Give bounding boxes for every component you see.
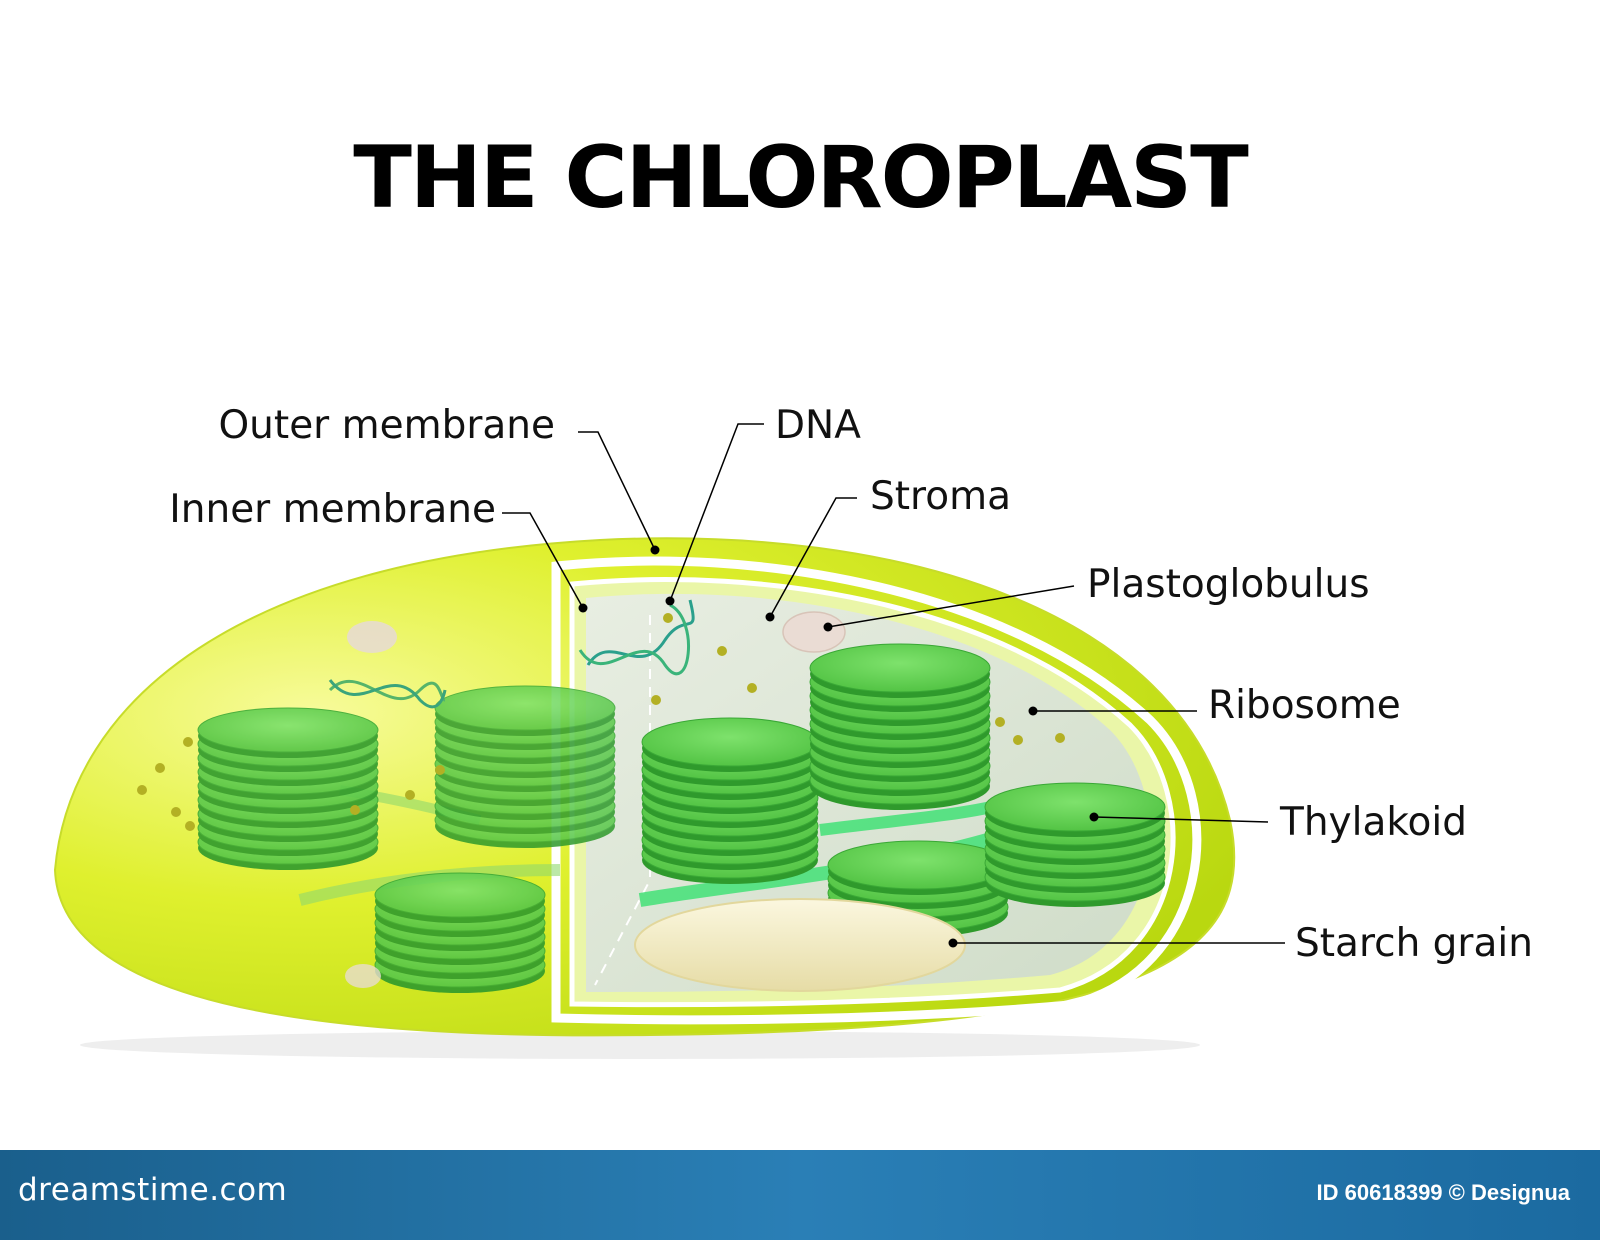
footer-site[interactable]: dreamstime.com xyxy=(18,1172,288,1208)
dna-leader xyxy=(669,423,764,602)
outer-membrane-dot xyxy=(650,545,660,555)
inner-membrane-dot xyxy=(578,603,588,613)
footer-credit: ID 60618399 © Designua xyxy=(1316,1180,1570,1205)
label-outer-membrane: Outer membrane xyxy=(218,403,555,448)
ribosome xyxy=(1013,735,1023,745)
granum xyxy=(641,717,819,884)
plastoglobulus xyxy=(782,611,846,653)
inner-dashed-line xyxy=(594,615,651,986)
thylakoid-disc xyxy=(641,717,819,767)
ribosome xyxy=(350,805,360,815)
dna-strand xyxy=(328,599,695,709)
ribosome xyxy=(405,790,415,800)
granum xyxy=(984,782,1166,907)
label-stroma: Stroma xyxy=(870,474,1011,519)
ribosome xyxy=(651,695,661,705)
ribosome xyxy=(185,821,195,831)
ribosome xyxy=(747,683,757,693)
granum xyxy=(374,872,546,993)
outer-membrane xyxy=(551,556,1202,1025)
shadow xyxy=(80,1031,1200,1059)
outer-membrane-leader xyxy=(578,431,656,551)
stroma-leader xyxy=(769,497,857,618)
label-ribosome: Ribosome xyxy=(1208,683,1401,728)
thylakoid-disc xyxy=(984,782,1166,832)
page-title: THE CHLOROPLAST xyxy=(353,128,1249,228)
plastoglobulus xyxy=(347,621,397,653)
ribosome xyxy=(435,765,445,775)
granum xyxy=(434,685,616,848)
granum xyxy=(197,707,379,870)
label-thylakoid: Thylakoid xyxy=(1279,800,1467,845)
plastoglobulus-dot xyxy=(823,622,833,632)
thylakoid-disc xyxy=(197,707,379,753)
label-dna: DNA xyxy=(775,403,861,448)
chloroplast-diagram: Outer membrane Inner membrane DNA Stroma… xyxy=(53,403,1533,1059)
ribosome xyxy=(155,763,165,773)
label-inner-membrane: Inner membrane xyxy=(169,487,496,532)
thylakoid-disc xyxy=(374,872,546,918)
starch-grain xyxy=(634,898,966,992)
ribosome xyxy=(171,807,181,817)
footer-bar: dreamstime.com ID 60618399 © Designua xyxy=(0,1150,1600,1240)
granum xyxy=(809,643,991,810)
dna-dot xyxy=(665,596,675,606)
thylakoid-leader xyxy=(1093,816,1269,823)
thylakoid-disc xyxy=(827,840,1009,890)
ribosome xyxy=(183,737,193,747)
starch-grain-dot xyxy=(948,938,958,948)
ribosome-layer xyxy=(137,613,1065,831)
ribosome xyxy=(995,717,1005,727)
label-plastoglobulus: Plastoglobulus xyxy=(1087,562,1370,607)
stroma-dot xyxy=(765,612,775,622)
plastoglobulus-leader xyxy=(827,585,1075,628)
ribosome xyxy=(717,646,727,656)
plastoglobulus xyxy=(345,964,381,988)
ribosome xyxy=(137,785,147,795)
inner-membrane-leader xyxy=(502,512,584,609)
ribosome-dot xyxy=(1028,706,1038,716)
ribosome xyxy=(1055,733,1065,743)
label-starch-grain: Starch grain xyxy=(1295,921,1533,966)
thylakoid-disc xyxy=(809,643,991,693)
thylakoid-disc xyxy=(434,685,616,731)
ribosome xyxy=(663,613,673,623)
thylakoid-dot xyxy=(1089,812,1099,822)
